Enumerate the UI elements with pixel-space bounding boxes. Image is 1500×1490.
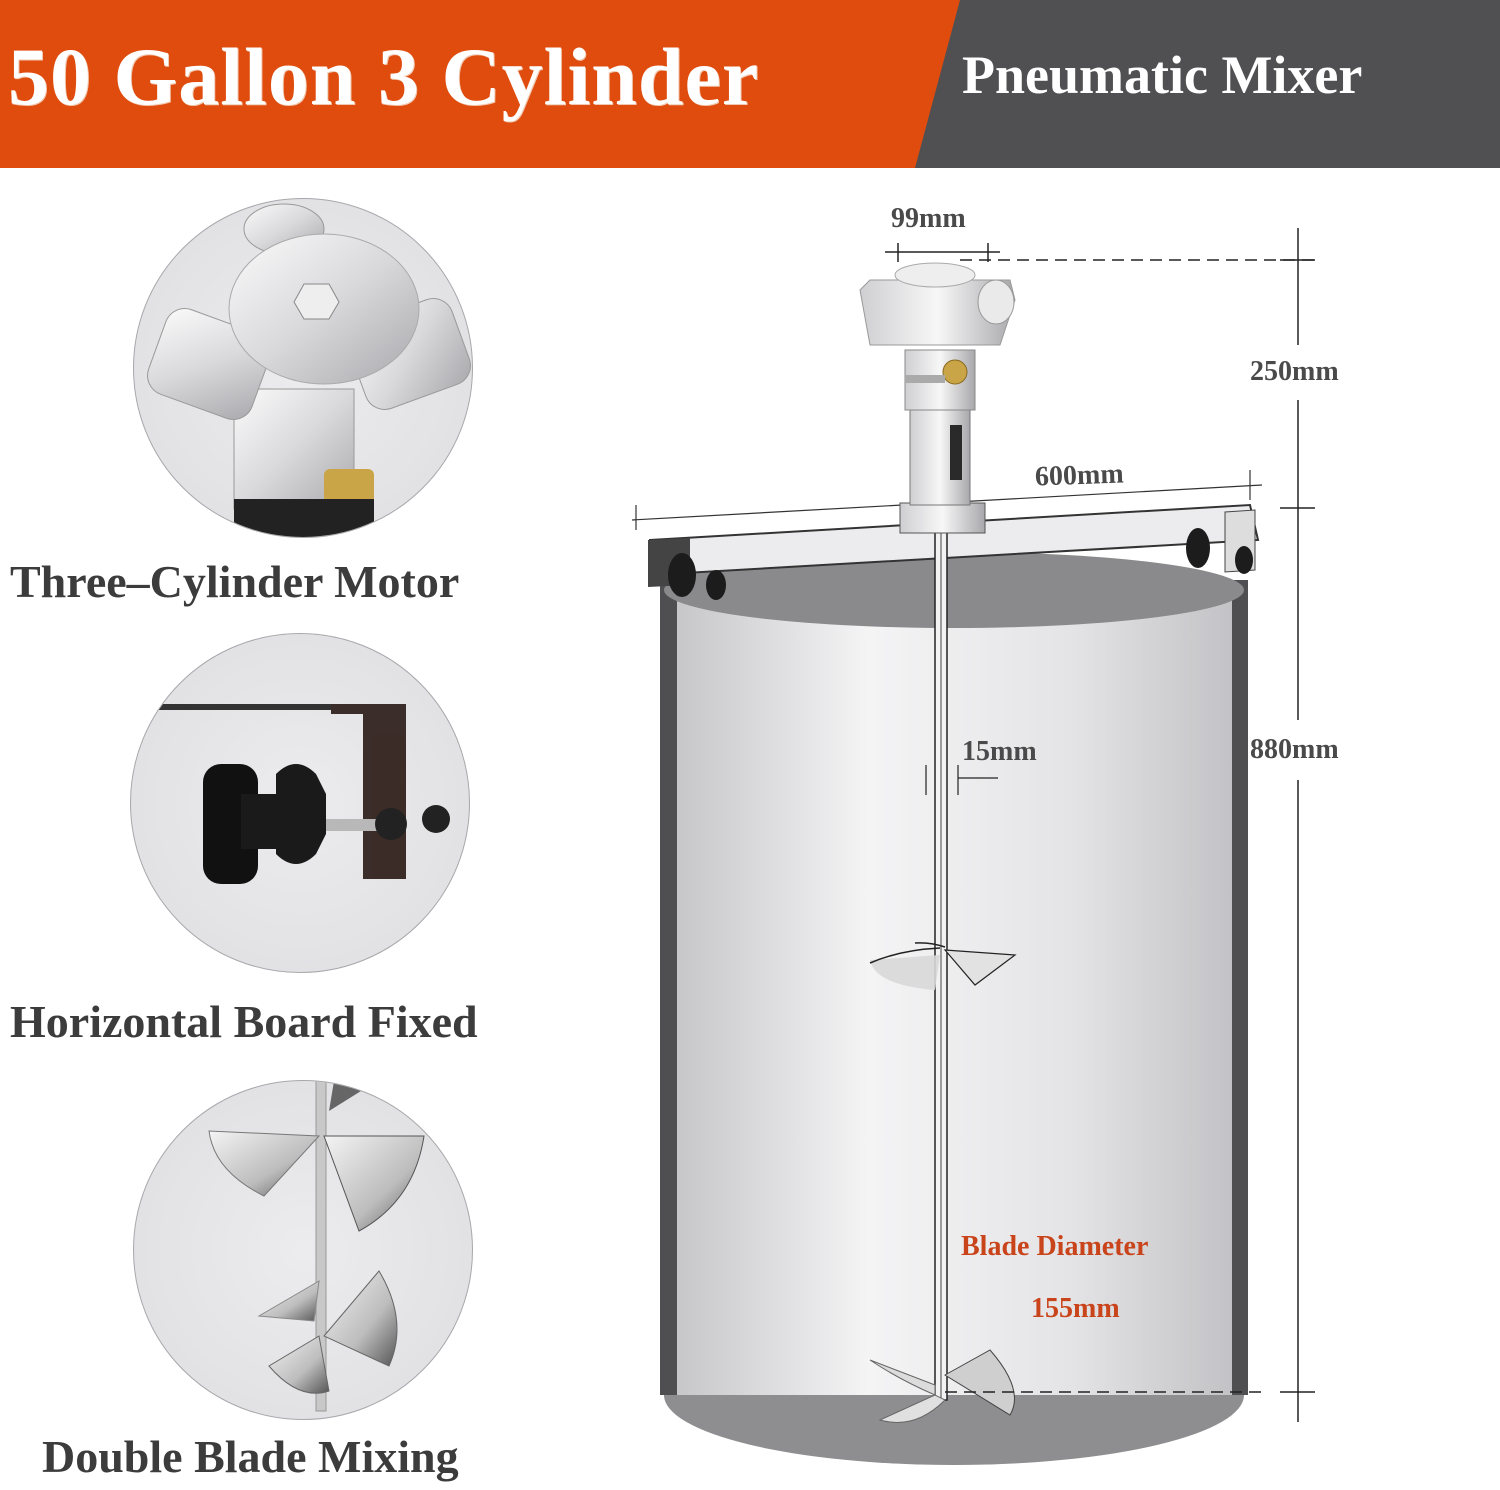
motor-width-label: 99mm <box>891 203 966 234</box>
motor-height-label: 250mm <box>1250 356 1339 387</box>
double-blade-impeller-photo <box>133 1080 473 1420</box>
feature-caption-blades: Double Blade Mixing <box>42 1431 459 1482</box>
blade-diameter-label: Blade Diameter <box>961 1231 1149 1262</box>
shaft-diameter-label: 15mm <box>962 736 1037 767</box>
feature-caption-motor: Three–Cylinder Motor <box>10 556 460 607</box>
board-length-label: 600mm <box>1034 458 1125 493</box>
feature-caption-clamp: Horizontal Board Fixed <box>10 996 478 1047</box>
product-subtitle: Pneumatic Mixer <box>962 45 1363 105</box>
header-gray-panel <box>915 0 1500 168</box>
blade-diameter-value: 155mm <box>1031 1293 1120 1324</box>
header-banner: 50 Gallon 3 Cylinder Pneumatic Mixer <box>0 0 1500 168</box>
clamp-bracket-photo <box>130 633 470 973</box>
three-cylinder-motor-photo <box>133 198 473 538</box>
product-title: 50 Gallon 3 Cylinder <box>8 31 760 122</box>
shaft-length-label: 880mm <box>1250 734 1339 765</box>
